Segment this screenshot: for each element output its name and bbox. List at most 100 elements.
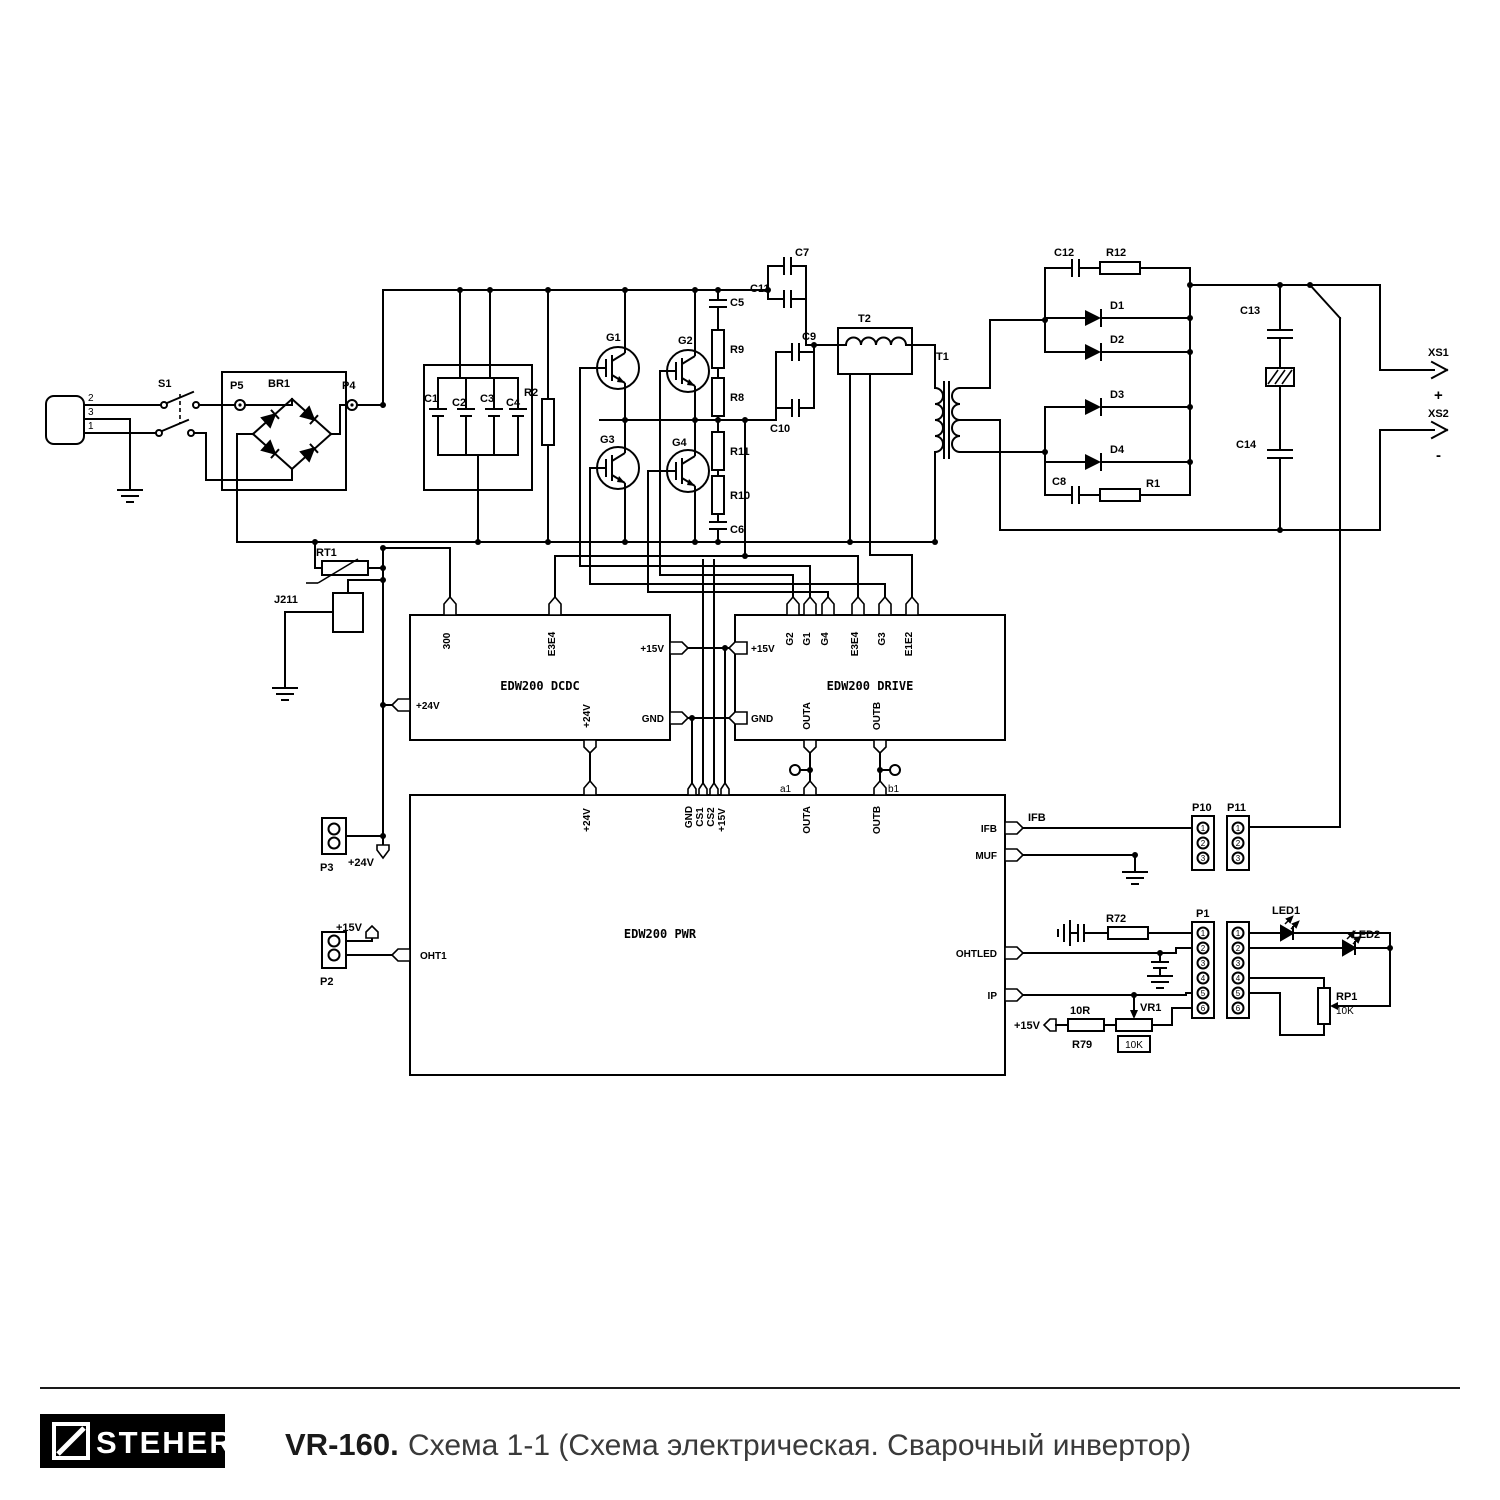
label-r10: R10: [730, 490, 750, 502]
label-pin-outb-drive: OUTB: [872, 702, 883, 730]
capacitor-c1: [429, 377, 447, 456]
r79-vr1-net: [1042, 994, 1193, 1053]
label-pin-outa-drive: OUTA: [802, 702, 813, 730]
label-plug-pin1: 1: [88, 421, 94, 432]
label-led2: LED2: [1352, 929, 1380, 941]
output-choke: [1265, 367, 1295, 387]
label-p1m-pin6: 6: [1236, 1004, 1241, 1013]
label-vr1-val: 10K: [1125, 1040, 1143, 1051]
label-c3: C3: [480, 393, 494, 405]
label-g1: G1: [606, 332, 621, 344]
label-p1m-pin5: 5: [1236, 989, 1241, 998]
label-t2: T2: [858, 313, 871, 325]
label-d2: D2: [1110, 334, 1124, 346]
board-dcdc: [382, 595, 690, 755]
label-pin-g2: G2: [785, 632, 796, 646]
igbt-g1: [596, 343, 640, 393]
capacitor-c2: [457, 377, 475, 456]
feedback-wires: [1022, 827, 1193, 873]
label-r8: R8: [730, 392, 744, 404]
label-p1-pin3: 3: [1201, 959, 1206, 968]
footer-model: VR-160.: [285, 1427, 399, 1462]
ground-icon-control: [271, 687, 299, 701]
label-g3: G3: [600, 434, 615, 446]
label-r72: R72: [1106, 913, 1126, 925]
board-interconnect-wires: [589, 559, 901, 784]
plus24-net: [376, 547, 390, 860]
label-pin-ifb: IFB: [981, 824, 997, 835]
label-pin-24v-in: +24V: [416, 701, 440, 712]
label-c11: C11: [750, 283, 770, 295]
label-c2: C2: [452, 397, 466, 409]
label-pin-cs2: CS2: [706, 807, 717, 827]
label-p3: P3: [320, 862, 333, 874]
label-pin-gnd-pwr: GND: [684, 806, 695, 828]
label-c14: C14: [1236, 439, 1257, 451]
label-p10-pin2: 2: [1201, 839, 1206, 848]
label-g2: G2: [678, 335, 693, 347]
diode-d2: [1044, 343, 1191, 361]
label-d1: D1: [1110, 300, 1124, 312]
label-xs1: XS1: [1428, 347, 1449, 359]
label-pin-24v-pwr: +24V: [582, 808, 593, 832]
thermistor-rt1: [306, 541, 384, 584]
label-xs2: XS2: [1428, 408, 1449, 420]
footer-brand: STEHER: [96, 1425, 234, 1460]
capacitor-c13: [1267, 284, 1293, 369]
label-pin-outa-pwr: OUTA: [802, 806, 813, 834]
board-pwr: [390, 779, 1025, 1076]
igbt-bridge: [596, 289, 777, 543]
snubber-c7-c11: [767, 257, 839, 346]
label-minus: -: [1436, 447, 1441, 464]
connector-p3: [321, 817, 384, 855]
label-c8: C8: [1052, 476, 1066, 488]
led-circuit: [1248, 916, 1391, 1007]
label-br1: BR1: [268, 378, 290, 390]
footer-logo: STEHER: [40, 1414, 234, 1468]
label-c5: C5: [730, 297, 744, 309]
potentiometer-rp1: [1248, 977, 1349, 1036]
divider-chain: [709, 289, 727, 543]
igbt-g3: [596, 443, 640, 493]
footer: STEHER VR-160. Схема 1-1 (Схема электрич…: [40, 1387, 1460, 1468]
label-p11-pin3: 3: [1236, 854, 1241, 863]
label-r79: R79: [1072, 1039, 1092, 1051]
label-pin-muf: MUF: [975, 851, 997, 862]
resistor-r72-net: [1057, 919, 1193, 947]
label-r79-val: 10R: [1070, 1005, 1090, 1017]
label-c6: C6: [730, 524, 744, 536]
label-a1: a1: [780, 784, 792, 795]
label-p1m-pin1: 1: [1236, 929, 1241, 938]
connector-p1: 1 2 3 4 5 6: [1191, 921, 1215, 1019]
connector-p1-mate: 1 2 3 4 5 6: [1226, 921, 1250, 1019]
label-pin-g1: G1: [802, 632, 813, 646]
output-xs2: [1379, 420, 1449, 531]
switch-s1: [155, 390, 200, 437]
label-p24v-net: +24V: [348, 857, 375, 869]
label-p1m-pin4: 4: [1236, 974, 1241, 983]
ac-plug: [45, 395, 101, 445]
diode-d1: [1044, 309, 1191, 327]
label-pin-15v-dcdc: +15V: [640, 644, 664, 655]
transformer-t2: [837, 327, 913, 598]
label-p15v-p2: +15V: [336, 922, 363, 934]
output-xs1: [1379, 284, 1449, 380]
label-p11-pin2: 2: [1236, 839, 1241, 848]
steher-logo-icon: [52, 1422, 90, 1460]
bulk-capacitor-bank: [423, 289, 533, 543]
label-pin-cs1: CS1: [695, 807, 706, 827]
diode-d3: [1044, 398, 1191, 416]
label-r1: R1: [1146, 478, 1160, 490]
label-p10-pin1: 1: [1201, 824, 1206, 833]
label-p1m-pin3: 3: [1236, 959, 1241, 968]
label-p1-pin2: 2: [1201, 944, 1206, 953]
ground-icon-muf: [1121, 871, 1149, 885]
label-j211: J211: [274, 594, 298, 606]
label-pin-e1e2: E1E2: [904, 631, 915, 656]
label-pin-ohtled: OHTLED: [956, 949, 997, 960]
label-vr1: VR1: [1140, 1002, 1161, 1014]
label-pin-gnd-dcdc: GND: [642, 714, 664, 725]
resistor-r2: [541, 289, 555, 543]
